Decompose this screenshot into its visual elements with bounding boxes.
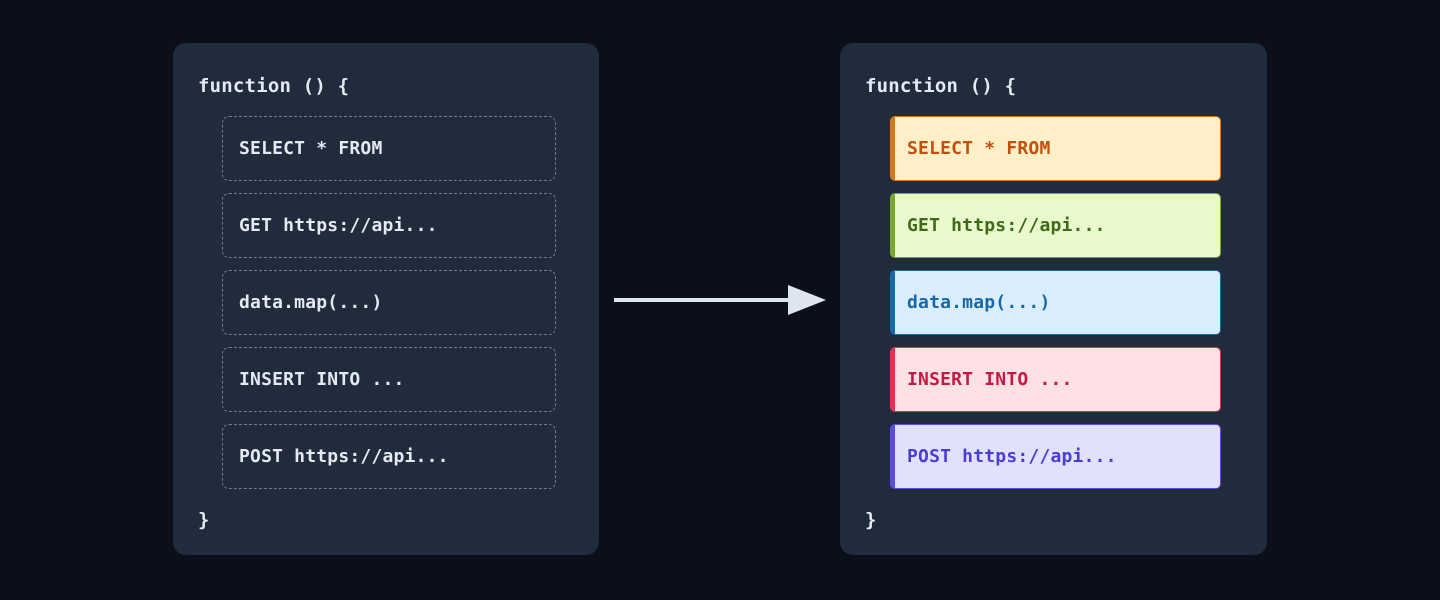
code-row[interactable]: data.map(...) [222, 270, 556, 335]
function-open-line: function () { [198, 75, 350, 97]
code-row[interactable]: GET https://api... [222, 193, 556, 258]
highlighted-code-row-sql-insert[interactable]: INSERT INTO ... [890, 347, 1221, 412]
highlighted-code-row-http-post[interactable]: POST https://api... [890, 424, 1221, 489]
code-row-label: GET https://api... [239, 215, 438, 236]
transform-arrow [612, 282, 828, 318]
code-row[interactable]: INSERT INTO ... [222, 347, 556, 412]
highlighted-code-row-http-get[interactable]: GET https://api... [890, 193, 1221, 258]
code-row-label: INSERT INTO ... [239, 369, 405, 390]
highlighted-code-panel: function () { SELECT * FROM GET https://a… [840, 43, 1267, 555]
code-row-label: POST https://api... [239, 446, 449, 467]
arrow-icon [614, 285, 826, 315]
code-row[interactable]: SELECT * FROM [222, 116, 556, 181]
function-close-line: } [198, 509, 210, 531]
highlighted-code-row-js-map[interactable]: data.map(...) [890, 270, 1221, 335]
function-open-line: function () { [865, 75, 1017, 97]
highlighted-code-row-label: data.map(...) [907, 292, 1051, 313]
highlighted-code-row-label: INSERT INTO ... [907, 369, 1073, 390]
unhighlighted-code-panel: function () { SELECT * FROM GET https://a… [173, 43, 599, 555]
code-row-label: data.map(...) [239, 292, 383, 313]
highlighted-code-row-label: POST https://api... [907, 446, 1117, 467]
highlighted-code-row-label: SELECT * FROM [907, 138, 1051, 159]
function-close-line: } [865, 509, 877, 531]
code-row[interactable]: POST https://api... [222, 424, 556, 489]
highlighted-code-row-sql-select[interactable]: SELECT * FROM [890, 116, 1221, 181]
highlighted-code-row-label: GET https://api... [907, 215, 1106, 236]
code-row-label: SELECT * FROM [239, 138, 383, 159]
plain-row-list: SELECT * FROM GET https://api... data.map(… [222, 116, 556, 501]
highlighted-row-list: SELECT * FROM GET https://api... data.map(… [890, 116, 1221, 501]
